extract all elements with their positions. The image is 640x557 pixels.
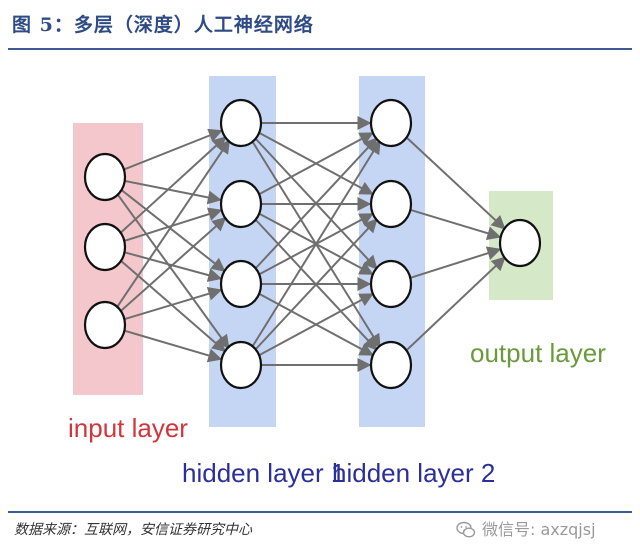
- hidden2-layer-label: hidden layer 2: [332, 458, 495, 488]
- wechat-watermark: 微信号: axzqjsj: [456, 515, 596, 545]
- connection-arrow: [404, 256, 506, 352]
- input-neuron: [83, 152, 127, 202]
- hidden1-neuron: [219, 179, 263, 229]
- connection-arrow: [258, 132, 374, 196]
- input-layer-label: input layer: [68, 413, 188, 443]
- connection-arrow: [258, 293, 374, 357]
- input-neuron: [83, 222, 127, 272]
- source-note: 数据来源：互联网，安信证券研究中心: [14, 522, 252, 538]
- connection-arrow: [123, 329, 223, 363]
- hidden1-neuron: [219, 259, 263, 309]
- output-layer-label: output layer: [470, 338, 606, 368]
- hidden2-neuron: [369, 340, 413, 390]
- hidden2-neuron: [369, 179, 413, 229]
- connection-arrow: [409, 246, 502, 279]
- output-neuron: [498, 218, 542, 268]
- wechat-icon: [456, 521, 476, 538]
- connection-arrow: [123, 286, 223, 321]
- connection-arrow: [253, 137, 378, 271]
- connection-arrow: [253, 218, 378, 352]
- input-neuron: [83, 300, 127, 350]
- footer-divider: [8, 511, 632, 513]
- connection-arrow: [409, 208, 502, 240]
- connection-arrow: [404, 135, 506, 230]
- watermark-text: 微信号: axzqjsj: [482, 520, 596, 539]
- connection-arrow: [120, 188, 226, 272]
- connection-arrow: [115, 139, 231, 309]
- hidden1-layer-label: hidden layer 1: [182, 458, 345, 488]
- hidden2-neuron: [369, 259, 413, 309]
- figure-title: 图 5：多层（深度）人工神经网络: [12, 14, 314, 36]
- hidden1-neuron: [219, 340, 263, 390]
- connection-arrow: [250, 139, 381, 349]
- connection-arrow: [124, 179, 222, 205]
- connection-arrow: [123, 128, 223, 171]
- hidden1-neuron: [219, 98, 263, 148]
- title-divider: [8, 48, 632, 50]
- connection-arrow: [119, 136, 227, 235]
- connection-arrow: [119, 217, 227, 313]
- hidden2-neuron: [369, 98, 413, 148]
